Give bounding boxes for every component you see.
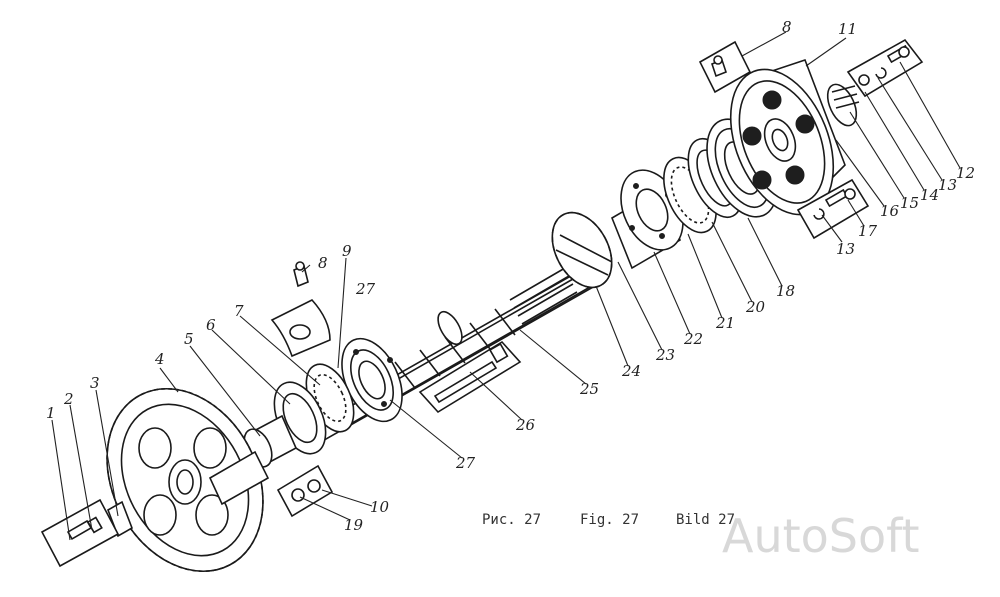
label-27-top: 27 xyxy=(355,280,376,298)
spline-section xyxy=(509,267,578,325)
label-1: 1 xyxy=(46,404,56,422)
caption-ru: Рис. 27 xyxy=(482,512,541,528)
label-13-top: 13 xyxy=(938,176,957,194)
large-gear-4 xyxy=(106,387,270,573)
label-20: 20 xyxy=(745,298,766,316)
label-22: 22 xyxy=(683,330,703,348)
caption-de: Bild 27 xyxy=(676,512,735,528)
label-2: 2 xyxy=(63,390,74,408)
label-21: 21 xyxy=(715,314,735,332)
label-8-left: 8 xyxy=(318,254,328,272)
label-18: 18 xyxy=(776,282,795,300)
bolt-detail-13-17 xyxy=(796,178,870,240)
grease-fitting-8 xyxy=(293,261,309,288)
label-13-bottom: 13 xyxy=(836,240,855,258)
label-4: 4 xyxy=(154,350,165,368)
label-16: 16 xyxy=(880,202,900,220)
bearing-cap xyxy=(270,299,331,358)
label-10: 10 xyxy=(370,498,390,516)
label-25: 25 xyxy=(579,380,599,398)
spur-gear-24 xyxy=(551,211,613,289)
label-8-top: 8 xyxy=(782,18,792,36)
label-24: 24 xyxy=(621,362,641,380)
bolt-detail-1-2 xyxy=(40,498,120,568)
leader-lines xyxy=(51,31,961,541)
label-12: 12 xyxy=(956,164,975,182)
bolt-26-detail xyxy=(418,340,522,414)
label-15: 15 xyxy=(900,194,919,212)
label-26: 26 xyxy=(515,416,536,434)
caption-en: Fig. 27 xyxy=(580,512,639,528)
figure-caption: Рис. 27 Fig. 27 Bild 27 xyxy=(482,512,735,528)
label-14: 14 xyxy=(920,186,939,204)
drum-11 xyxy=(729,58,846,216)
label-19: 19 xyxy=(344,516,364,534)
grease-fitting-detail xyxy=(698,40,752,94)
shaft-end-15 xyxy=(826,83,860,127)
label-9: 9 xyxy=(342,242,352,260)
label-7: 7 xyxy=(234,302,244,320)
label-11: 11 xyxy=(838,20,857,38)
nut-detail-10-19 xyxy=(276,464,334,518)
label-3: 3 xyxy=(90,374,100,392)
label-17: 17 xyxy=(858,222,878,240)
label-23: 23 xyxy=(655,346,675,364)
label-5: 5 xyxy=(184,330,194,348)
bolt-detail-12-13 xyxy=(846,38,924,98)
label-6: 6 xyxy=(206,316,216,334)
label-27-bottom: 27 xyxy=(455,454,476,472)
part-labels: 1 2 3 4 5 6 7 8 8 9 10 11 12 13 13 14 15… xyxy=(46,18,975,534)
watermark: AutoSoft xyxy=(722,509,920,563)
